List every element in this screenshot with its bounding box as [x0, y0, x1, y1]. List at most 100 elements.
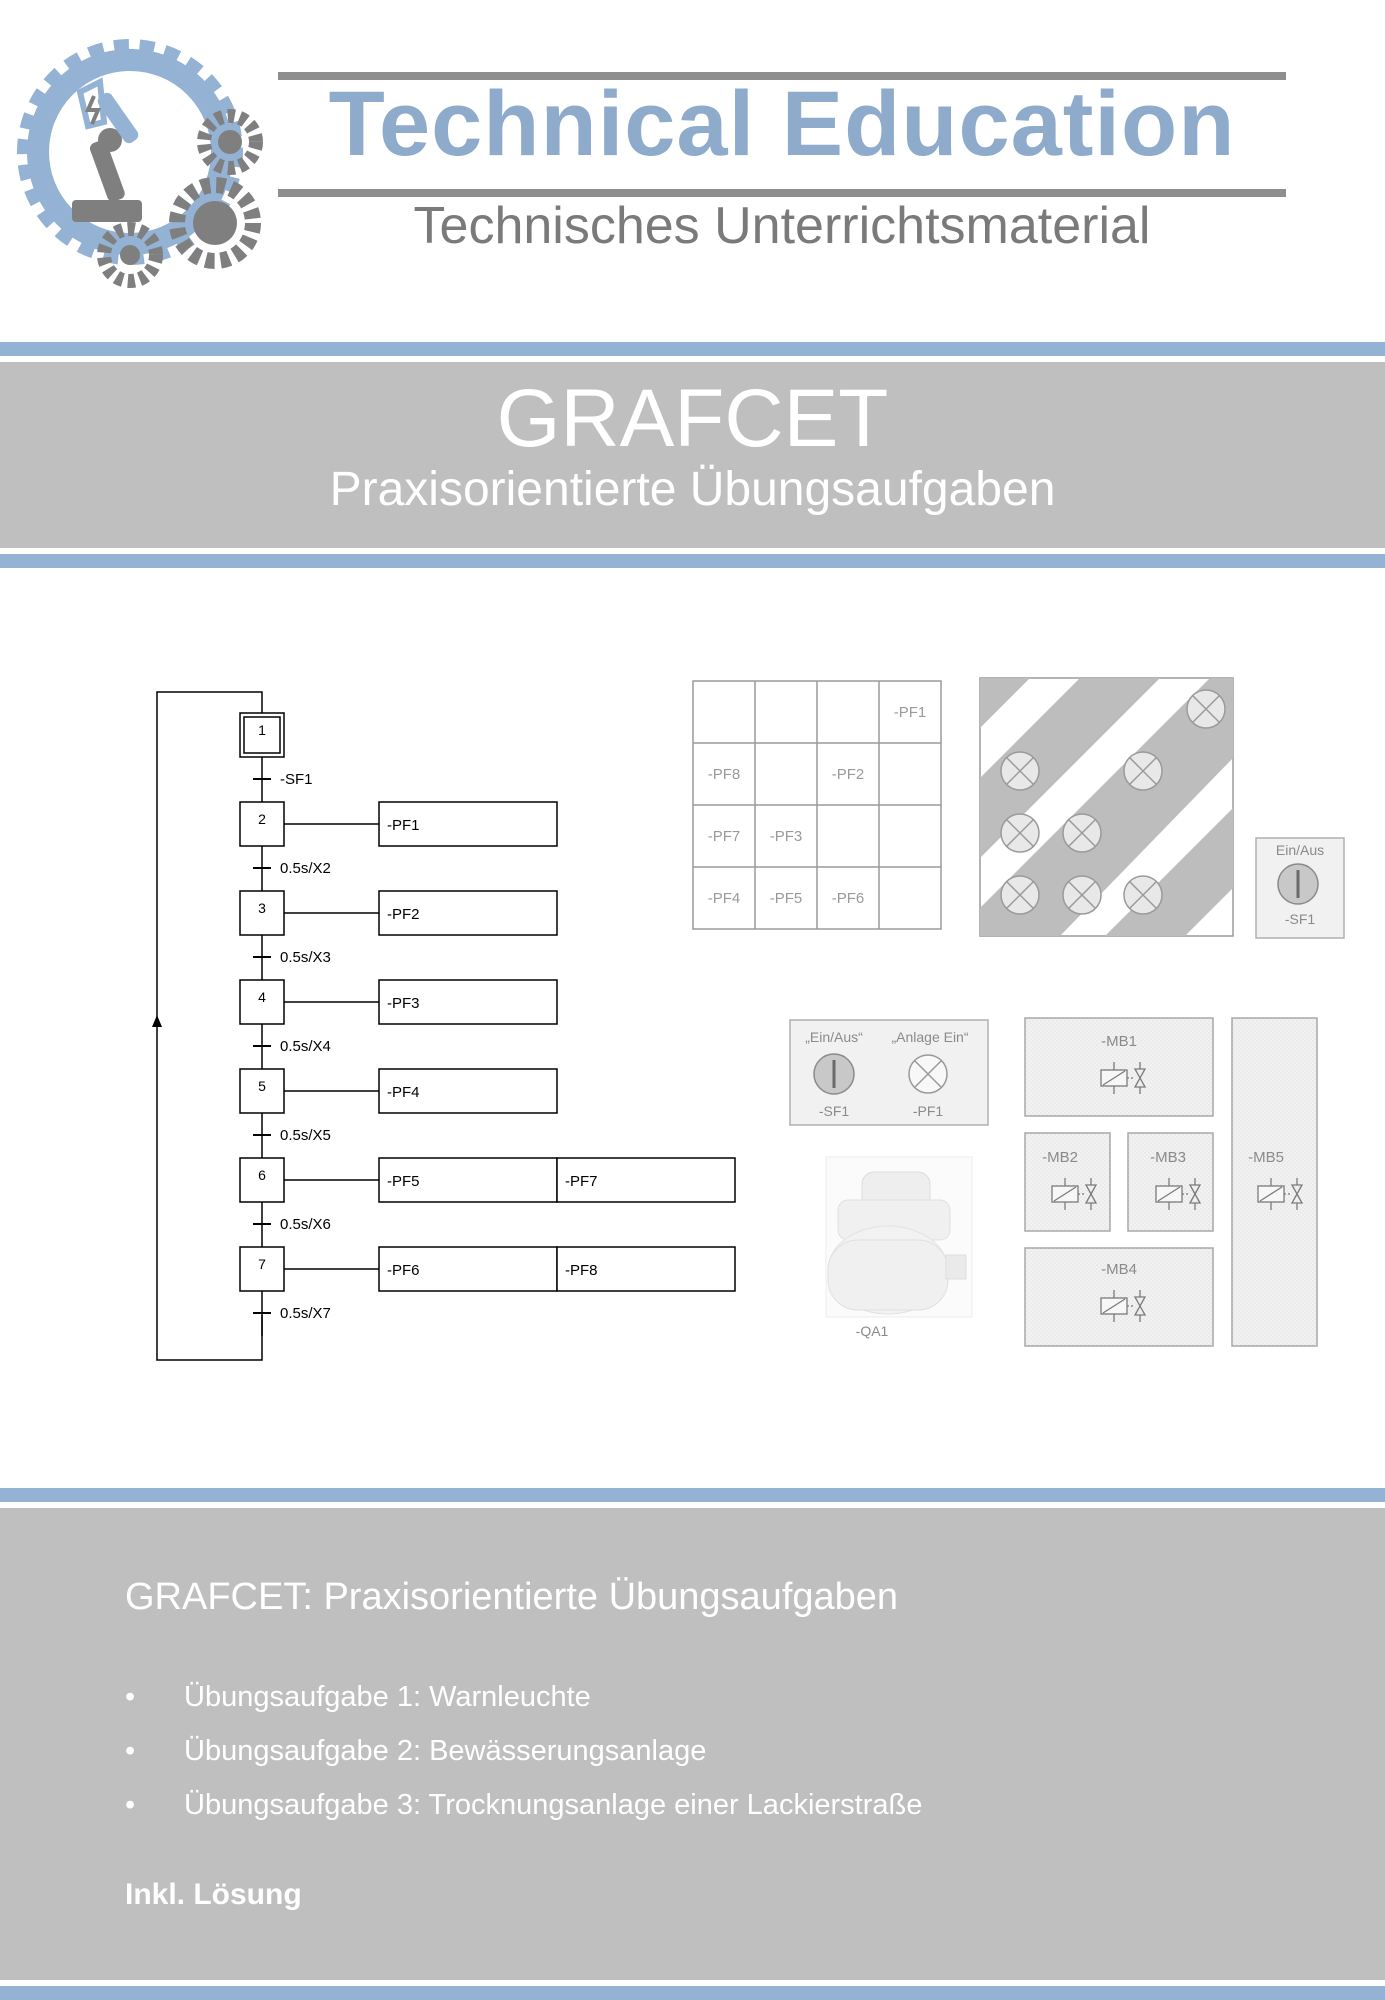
accent-band: [0, 554, 1385, 568]
pump-label: -QA1: [856, 1323, 889, 1339]
page-subtitle: Praxisorientierte Übungsaufgaben: [329, 463, 1056, 516]
grid-lamp-label: -PF7: [708, 828, 741, 845]
control-lamp-id: -PF1: [913, 1103, 944, 1119]
initial-step-inner: [243, 716, 281, 754]
step-number: 4: [258, 989, 266, 1005]
step-number: 5: [258, 1078, 266, 1094]
control-switch-label: „Ein/Aus“: [805, 1029, 863, 1045]
brand-rule-top: [278, 72, 1286, 80]
brand-rule-bottom: [278, 189, 1286, 197]
brand-title: Technical Education: [328, 73, 1236, 175]
grafcet-step: [239, 712, 285, 758]
transition-label: 0.5s/X4: [280, 1038, 331, 1055]
transition-label: 0.5s/X5: [280, 1127, 331, 1144]
grid-lamp-label: -PF5: [770, 890, 803, 907]
action-box: [556, 1246, 736, 1292]
valve-label: -MB2: [1042, 1149, 1078, 1166]
action-label: -PF8: [565, 1262, 598, 1279]
grafcet-step: [239, 1157, 285, 1203]
warning-lamp-icon: [1000, 813, 1040, 853]
action-box: [378, 801, 558, 847]
grid-lamp-label: -PF2: [832, 766, 865, 783]
list-item: Übungsaufgabe 2: Bewässerungsanlage: [125, 1734, 922, 1788]
valve-panel: -MB5: [1231, 1017, 1318, 1347]
accent-band: [0, 1488, 1385, 1502]
transition-label: 0.5s/X3: [280, 949, 331, 966]
switch-top-label: Ein/Aus: [1276, 842, 1324, 858]
valve-panel: -MB2: [1024, 1132, 1111, 1232]
switch-box: Ein/Aus -SF1: [1255, 837, 1345, 939]
solution-note: Inkl. Lösung: [125, 1878, 302, 1911]
valve-panel: -MB3: [1127, 1132, 1214, 1232]
page-title: GRAFCET: [496, 373, 889, 464]
action-label: -PF3: [387, 995, 420, 1012]
grid-lamp-label: -PF8: [708, 766, 741, 783]
small-gear-icon: [97, 222, 163, 288]
list-item: Übungsaufgabe 3: Trocknungsanlage einer …: [125, 1788, 922, 1842]
step-number: 7: [258, 1256, 266, 1272]
action-box: [378, 890, 558, 936]
valve-label: -MB5: [1248, 1149, 1284, 1166]
control-switch-id: -SF1: [819, 1103, 850, 1119]
grafcet-step: [239, 801, 285, 847]
step-number: 3: [258, 900, 266, 916]
action-label: -PF7: [565, 1173, 598, 1190]
transition-label: 0.5s/X7: [280, 1305, 331, 1322]
warning-lamp-icon: [1062, 875, 1102, 915]
solenoid-valve-icon: [1051, 1178, 1098, 1210]
action-label: -PF4: [387, 1084, 420, 1101]
small-gear-icon: [197, 109, 263, 175]
medium-gear-icon: [169, 177, 261, 269]
action-box: [556, 1157, 736, 1203]
control-panel: „Ein/Aus“ „Anlage Ein“ -SF1 -PF1: [789, 1019, 989, 1126]
action-box: [378, 1246, 558, 1292]
valve-label: -MB4: [1101, 1261, 1137, 1278]
step-number: 2: [258, 811, 266, 827]
warning-lamp-icon: [1123, 875, 1163, 915]
action-label: -PF2: [387, 906, 420, 923]
solenoid-valve-icon: [1100, 1290, 1147, 1322]
grid-lamp-label: -PF6: [832, 890, 865, 907]
switch-bottom-label: -SF1: [1285, 911, 1316, 927]
grid-lamp-label: -PF4: [708, 890, 741, 907]
grafcet-step: [239, 890, 285, 936]
grafcet-diagram: [152, 691, 263, 1361]
transition-label: -SF1: [280, 771, 313, 788]
valve-panel: -MB1: [1024, 1017, 1214, 1117]
warning-lamp-icon: [1123, 751, 1163, 791]
action-box: [378, 979, 558, 1025]
loop-arrow-icon: [152, 1015, 162, 1027]
action-box: [378, 1157, 558, 1203]
accent-band: [0, 1986, 1385, 2000]
step-number: 6: [258, 1167, 266, 1183]
summary-title: GRAFCET: Praxisorientierte Übungsaufgabe…: [125, 1576, 899, 1618]
robot-arm-gears-logo: [17, 39, 263, 288]
brand-subtitle: Technisches Unterrichtsmaterial: [413, 197, 1151, 255]
action-label: -PF5: [387, 1173, 420, 1190]
warning-lamp-icon: [1186, 689, 1226, 729]
grid-lamp-label: -PF3: [770, 828, 803, 845]
solenoid-valve-icon: [1100, 1062, 1147, 1094]
action-label: -PF1: [387, 817, 420, 834]
title-band: [0, 362, 1385, 548]
action-box: [378, 1068, 558, 1114]
transition-label: 0.5s/X6: [280, 1216, 331, 1233]
action-label: -PF6: [387, 1262, 420, 1279]
solenoid-valve-icon: [1257, 1178, 1304, 1210]
grid-lamp-label: -PF1: [894, 704, 927, 721]
step-number: 1: [258, 722, 266, 738]
grafcet-step: [239, 979, 285, 1025]
accent-band: [0, 342, 1385, 356]
valve-label: -MB3: [1150, 1149, 1186, 1166]
valve-panel: -MB4: [1024, 1247, 1214, 1347]
exercise-list: Übungsaufgabe 1: Warnleuchte Übungsaufga…: [125, 1680, 922, 1842]
control-lamp-label: „Anlage Ein“: [891, 1029, 968, 1045]
list-item: Übungsaufgabe 1: Warnleuchte: [125, 1680, 922, 1734]
valve-label: -MB1: [1101, 1033, 1137, 1050]
pressure-pump-icon: -QA1: [825, 1156, 973, 1339]
solenoid-valve-icon: [1155, 1178, 1202, 1210]
warning-lamp-icon: [1062, 813, 1102, 853]
transition-label: 0.5s/X2: [280, 860, 331, 877]
warning-lamp-icon: [1000, 875, 1040, 915]
